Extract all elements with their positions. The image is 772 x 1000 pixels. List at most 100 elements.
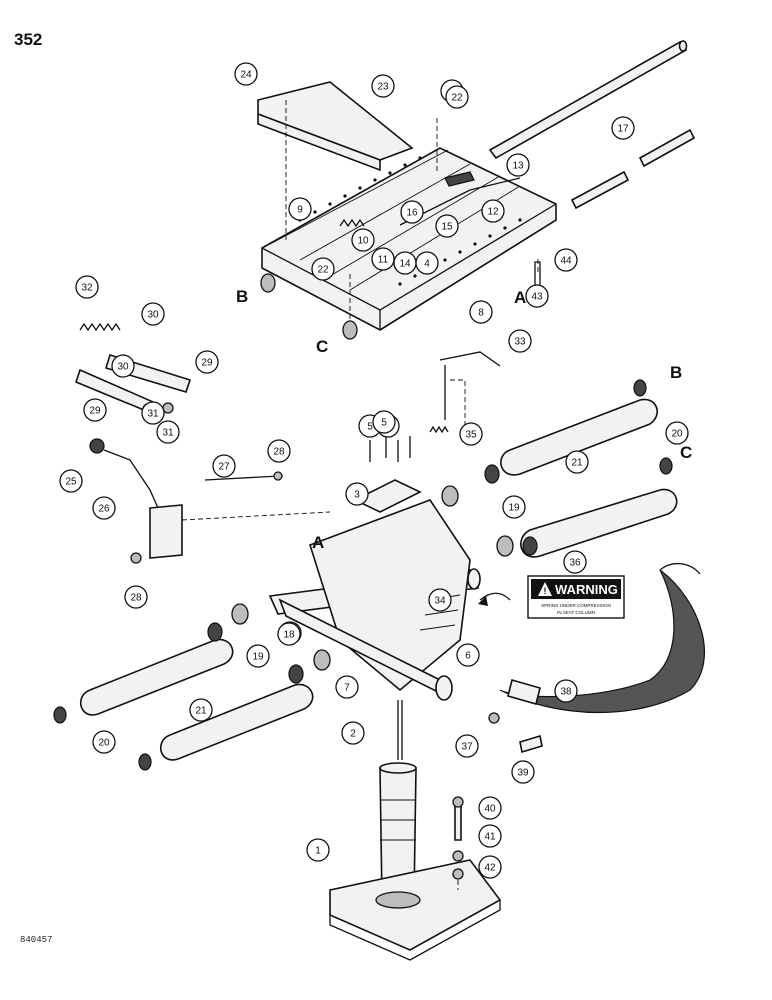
callout-16: 16 <box>400 200 424 224</box>
callout-circle <box>456 643 480 667</box>
seat-frame-assembly <box>257 40 696 340</box>
callout-circle <box>469 300 493 324</box>
callout-number: 11 <box>378 255 389 266</box>
callout-circle <box>311 257 335 281</box>
callout-number: 3 <box>354 490 360 501</box>
callout-circle <box>59 469 83 493</box>
callout-42: 42 <box>478 855 502 879</box>
callout-number: 17 <box>617 124 629 135</box>
callout-14: 14 <box>393 251 417 275</box>
callout-15: 15 <box>435 214 459 238</box>
callout-40: 40 <box>478 796 502 820</box>
callout-circle <box>525 284 549 308</box>
callout-number: 16 <box>406 208 418 219</box>
callout-circle <box>455 734 479 758</box>
callout-19: 19 <box>246 644 270 668</box>
callout-circle <box>83 398 107 422</box>
ref-letter-c-right: C <box>680 443 692 462</box>
callout-number: 15 <box>441 222 453 233</box>
callout-circle <box>371 247 395 271</box>
callout-31: 31 <box>141 401 165 425</box>
callout-number: 34 <box>434 596 446 607</box>
callout-21: 21 <box>189 698 213 722</box>
callout-circle <box>111 354 135 378</box>
callout-37: 37 <box>455 734 479 758</box>
callout-circle <box>267 439 291 463</box>
callout-number: 23 <box>377 82 389 93</box>
callout-number: 40 <box>484 804 496 815</box>
callout-circle <box>246 644 270 668</box>
callout-38: 38 <box>554 679 578 703</box>
callout-number: 6 <box>465 651 471 662</box>
callout-circle <box>428 588 452 612</box>
callout-24: 24 <box>234 62 258 86</box>
callout-circle <box>478 824 502 848</box>
callout-8: 8 <box>469 300 493 324</box>
callout-number: 14 <box>399 259 411 270</box>
callout-22: 22 <box>311 257 335 281</box>
ref-letter-b-top: B <box>236 287 248 306</box>
callout-17: 17 <box>611 116 635 140</box>
callout-11: 11 <box>371 247 395 271</box>
callout-number: 28 <box>273 447 285 458</box>
callout-number: 24 <box>240 70 252 81</box>
callout-number: 39 <box>517 768 529 779</box>
callout-4: 4 <box>415 251 439 275</box>
callout-number: 26 <box>98 504 110 515</box>
callout-12: 12 <box>481 199 505 223</box>
callout-18: 18 <box>277 622 301 646</box>
callout-number: 35 <box>465 430 477 441</box>
callout-circle <box>195 350 219 374</box>
callout-number: 27 <box>218 462 230 473</box>
callout-7: 7 <box>335 675 359 699</box>
callout-2: 2 <box>341 721 365 745</box>
callout-30: 30 <box>141 302 165 326</box>
callout-number: 32 <box>81 283 93 294</box>
callout-25: 25 <box>59 469 83 493</box>
callout-circle <box>156 420 180 444</box>
callout-number: 19 <box>508 503 520 514</box>
callout-circle <box>234 62 258 86</box>
callout-21: 21 <box>565 450 589 474</box>
callout-circle <box>435 214 459 238</box>
callout-35: 35 <box>459 422 483 446</box>
callout-number: 43 <box>531 292 543 303</box>
callout-27: 27 <box>212 454 236 478</box>
callout-number: 38 <box>560 687 572 698</box>
callout-number: 30 <box>147 310 159 321</box>
callout-number: 20 <box>671 429 683 440</box>
callout-number: 41 <box>484 832 496 843</box>
ref-letter-b-right: B <box>670 363 682 382</box>
callout-circle <box>345 482 369 506</box>
ref-letter-c-top: C <box>316 337 328 356</box>
callout-circle <box>665 421 689 445</box>
callout-circle <box>478 855 502 879</box>
callout-number: 29 <box>89 406 101 417</box>
callout-28: 28 <box>124 585 148 609</box>
callout-circle <box>400 200 424 224</box>
callout-circle <box>511 760 535 784</box>
callout-number: 10 <box>357 236 369 247</box>
callout-number: 29 <box>201 358 213 369</box>
callout-circle <box>189 698 213 722</box>
callout-number: 12 <box>487 207 499 218</box>
callout-number: 7 <box>344 683 350 694</box>
callout-circle <box>372 410 396 434</box>
callout-19: 19 <box>502 495 526 519</box>
callout-41: 41 <box>478 824 502 848</box>
callout-number: 1 <box>315 846 321 857</box>
ref-letter-a-top: A <box>514 288 526 307</box>
callout-circle <box>92 730 116 754</box>
callout-20: 20 <box>665 421 689 445</box>
adjuster-parts <box>353 351 501 513</box>
callout-circle <box>277 622 301 646</box>
callout-circle <box>565 450 589 474</box>
callout-number: 31 <box>162 428 174 439</box>
callout-circle <box>92 496 116 520</box>
callout-number: 13 <box>512 161 524 172</box>
figure-code: 840457 <box>20 935 53 945</box>
callout-circle <box>481 199 505 223</box>
ref-letter-a-mid: A <box>312 533 324 552</box>
seat-belt <box>488 563 705 754</box>
callout-39: 39 <box>511 760 535 784</box>
